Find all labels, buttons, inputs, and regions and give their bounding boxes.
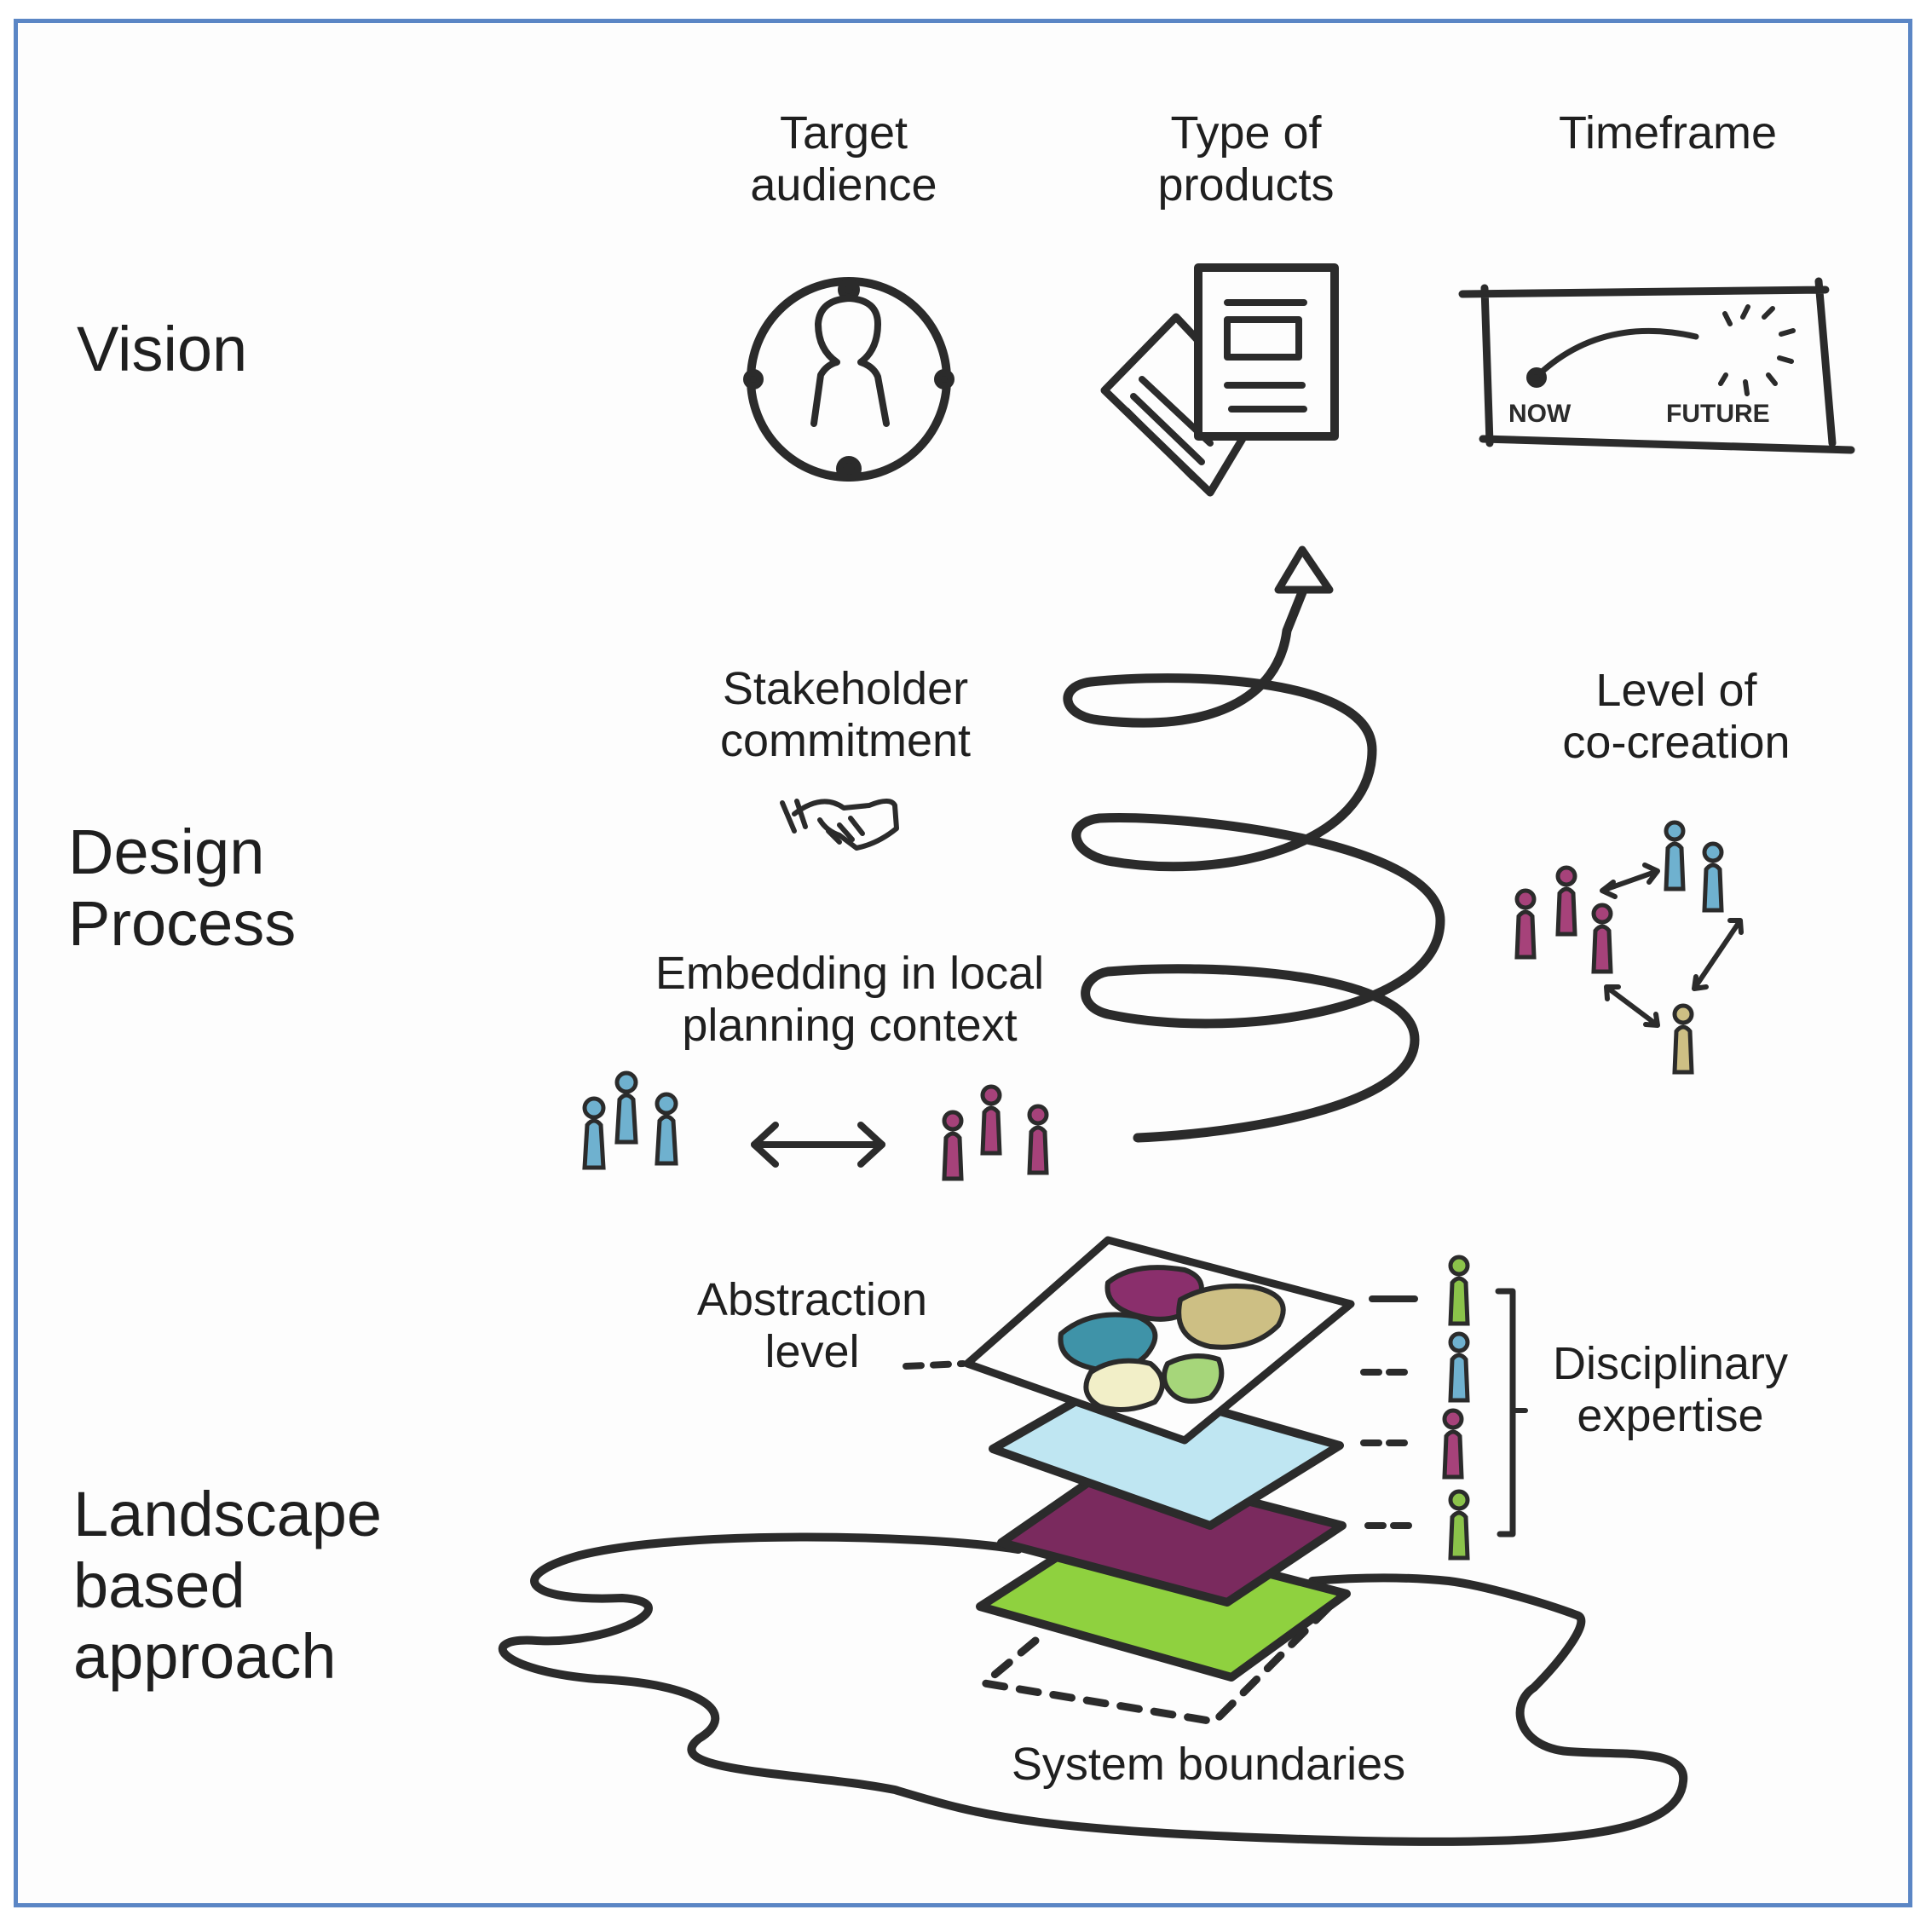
people-disciplinary bbox=[1442, 1255, 1470, 1561]
timeframe-now-label: NOW bbox=[1508, 400, 1572, 428]
people-group-magenta bbox=[942, 1084, 1049, 1181]
label-system-boundaries-line1: System boundaries bbox=[1011, 1739, 1406, 1790]
people-cocreation bbox=[1514, 820, 1724, 1075]
section-landscape: Landscape based approach bbox=[73, 1479, 382, 1693]
layer-stack bbox=[963, 1236, 1355, 1682]
label-cocreation-line1: Level of bbox=[1595, 665, 1757, 716]
handshake-icon bbox=[780, 799, 899, 851]
disciplinary-leaders bbox=[1360, 1288, 1528, 1538]
label-embedding-line2: planning context bbox=[682, 1000, 1018, 1052]
label-embedding-line1: Embedding in local bbox=[655, 948, 1045, 999]
label-system-boundaries: System boundaries bbox=[1012, 1739, 1405, 1791]
label-timeframe-line1: Timeframe bbox=[1558, 107, 1778, 159]
section-landscape-line3: approach bbox=[73, 1621, 337, 1693]
cocreation-arrows bbox=[1600, 863, 1744, 1028]
label-cocreation-line2: co-creation bbox=[1562, 717, 1791, 769]
timeframe-icon: NOW FUTURE bbox=[1458, 277, 1855, 454]
label-type-of-products-line2: products bbox=[1157, 159, 1335, 211]
label-target-audience: Target audience bbox=[750, 107, 937, 211]
label-stakeholder-commitment: Stakeholder commitment bbox=[720, 663, 971, 767]
label-type-of-products: Type of products bbox=[1157, 107, 1334, 211]
timeframe-future-label: FUTURE bbox=[1666, 400, 1770, 428]
target-audience-icon bbox=[743, 277, 954, 482]
design-spiral bbox=[1063, 545, 1445, 1143]
section-design-process: Design Process bbox=[68, 816, 296, 959]
label-abstraction-level: Abstraction level bbox=[697, 1274, 927, 1378]
label-target-audience-line1: Target bbox=[779, 107, 908, 159]
abstraction-leader bbox=[903, 1360, 966, 1370]
section-landscape-line2: based bbox=[73, 1549, 245, 1621]
documents-icon bbox=[1100, 263, 1339, 497]
section-vision-text: Vision bbox=[77, 314, 248, 384]
label-stakeholder-line2: commitment bbox=[719, 715, 972, 767]
label-abstraction-line1: Abstraction bbox=[696, 1274, 928, 1325]
people-group-blue bbox=[582, 1070, 678, 1170]
landscape-outline bbox=[498, 1532, 1688, 1846]
section-design-line2: Process bbox=[68, 887, 297, 959]
system-boundary-dashed bbox=[980, 1589, 1347, 1726]
label-type-of-products-line1: Type of bbox=[1170, 107, 1322, 159]
label-embedding: Embedding in local planning context bbox=[655, 948, 1044, 1052]
section-vision: Vision bbox=[77, 314, 247, 385]
section-landscape-line1: Landscape bbox=[73, 1479, 383, 1549]
label-disciplinary-line2: expertise bbox=[1577, 1390, 1764, 1442]
label-target-audience-line2: audience bbox=[750, 159, 937, 211]
label-stakeholder-line1: Stakeholder bbox=[722, 663, 969, 714]
label-abstraction-line2: level bbox=[764, 1326, 860, 1378]
label-timeframe: Timeframe bbox=[1559, 107, 1777, 159]
label-disciplinary-expertise: Disciplinary expertise bbox=[1553, 1338, 1788, 1442]
section-design-line1: Design bbox=[68, 816, 265, 887]
label-disciplinary-line1: Disciplinary bbox=[1552, 1338, 1789, 1389]
embedding-double-arrow bbox=[751, 1122, 885, 1168]
label-level-of-cocreation: Level of co-creation bbox=[1562, 665, 1790, 769]
